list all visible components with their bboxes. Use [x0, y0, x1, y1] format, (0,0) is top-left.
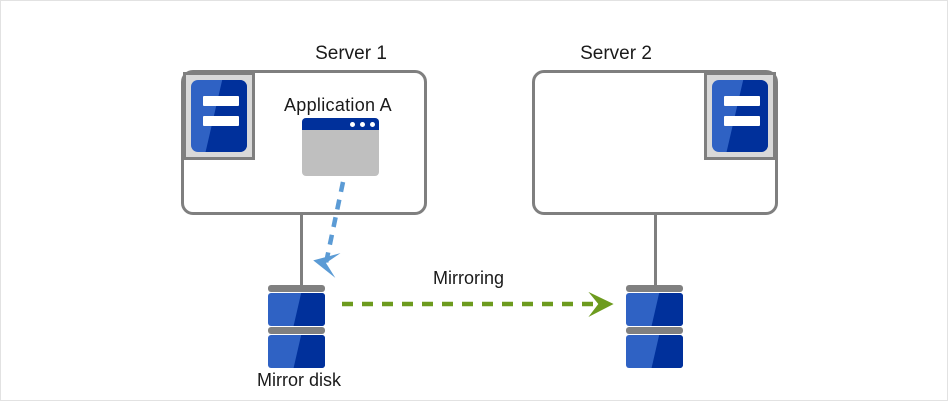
server1-rack-icon: [183, 72, 255, 160]
disk-block-bottom: [626, 335, 683, 368]
disk-bar-middle: [626, 327, 683, 334]
disk-block-top: [626, 293, 683, 326]
window-dot-1: [350, 122, 355, 127]
server2-disk-connector: [654, 213, 657, 286]
application-window-titlebar: [302, 118, 379, 130]
disk-bar-top: [268, 285, 325, 292]
server2-rack-icon: [704, 72, 776, 160]
disk-block-bottom: [268, 335, 325, 368]
mirror-disk-right-icon: [626, 285, 683, 368]
server-rack-slot-1: [724, 96, 760, 106]
server-rack-slot-2: [203, 116, 239, 126]
disk-bar-middle: [268, 327, 325, 334]
server1-disk-connector: [300, 213, 303, 286]
application-label: Application A: [284, 95, 392, 115]
server2-title: Server 2: [580, 43, 652, 64]
window-dot-3: [370, 122, 375, 127]
server1-title: Server 1: [315, 43, 387, 64]
mirror-disk-label: Mirror disk: [257, 370, 341, 390]
server-rack-slot-1: [203, 96, 239, 106]
server-rack-card: [712, 80, 768, 152]
application-window-icon: [302, 118, 379, 176]
mirroring-label: Mirroring: [433, 268, 505, 288]
disk-bar-top: [626, 285, 683, 292]
window-dot-2: [360, 122, 365, 127]
mirror-disk-left-icon: [268, 285, 325, 368]
server-rack-card: [191, 80, 247, 152]
server-rack-slot-2: [724, 116, 760, 126]
disk-block-top: [268, 293, 325, 326]
